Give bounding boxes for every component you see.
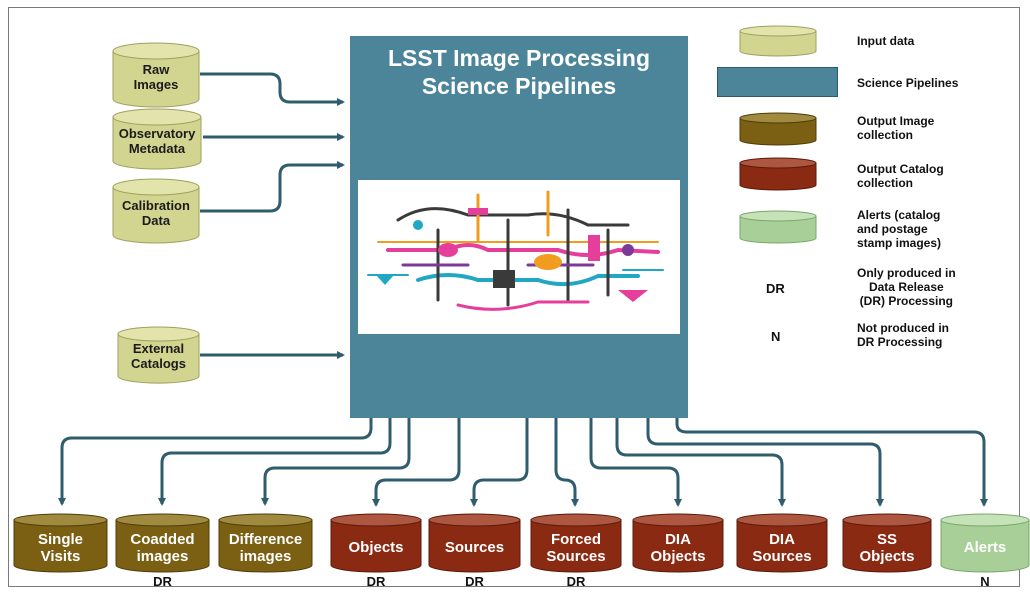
output-difference-images-line2: images [239, 548, 292, 565]
arrow-alerts [675, 418, 988, 507]
legend-output-image-line2: collection [857, 128, 914, 142]
arrow-coadded-images [158, 418, 392, 506]
legend-output-image-line1: Output Image [857, 114, 935, 128]
plumbing-pipes-illustration [358, 180, 680, 334]
raw-images-line2: Images [133, 77, 179, 92]
input-external-catalogs: External Catalogs [117, 326, 200, 384]
arrow-ss-objects [646, 418, 884, 507]
output-coadded-images-line1: Coadded [130, 531, 195, 548]
legend-n-key: N [771, 329, 781, 344]
output-dia-objects-line2: Objects [650, 548, 706, 565]
output-objects: Objects [330, 513, 422, 573]
legend-output-catalog-line2: collection [857, 176, 914, 190]
output-objects-line1: Objects [348, 539, 404, 556]
input-calibration-data: Calibration Data [112, 178, 200, 244]
arrow-raw-images [200, 72, 345, 106]
legend-output-image-label: Output Image collection [857, 114, 934, 142]
legend-output-catalog-swatch [739, 157, 817, 191]
calibration-data-line2: Data [141, 213, 171, 228]
legend-alerts-line3: stamp images) [857, 236, 942, 250]
output-dia-objects-line1: DIA [665, 531, 691, 548]
legend-output-catalog-line1: Output Catalog [857, 162, 944, 176]
output-ss-objects-line1: SS [876, 531, 897, 548]
legend-pipelines-swatch [717, 67, 838, 97]
output-forced-sources-note: DR [566, 574, 586, 589]
pipeline-title-line1: LSST Image Processing [387, 45, 651, 71]
legend-alerts-line1: Alerts (catalog [857, 208, 941, 222]
legend-input-swatch [739, 25, 817, 57]
arrow-objects [372, 418, 461, 507]
arrow-dia-objects [589, 418, 682, 507]
output-coadded-images-line2: images [136, 548, 189, 565]
output-ss-objects-line2: Objects [859, 548, 915, 565]
legend-n-line1: Not produced in [857, 321, 949, 335]
observatory-metadata-line1: Observatory [118, 126, 196, 141]
legend-input-label: Input data [857, 34, 915, 48]
output-dia-sources-line1: DIA [769, 531, 795, 548]
output-difference-images-line1: Difference [228, 531, 303, 548]
output-objects-note: DR [366, 574, 386, 589]
arrow-dia-sources [615, 418, 786, 507]
raw-images-line1: Raw [142, 62, 170, 77]
calibration-data-line1: Calibration [122, 198, 190, 213]
legend-dr-line1: Only produced in [857, 266, 956, 280]
legend-alerts-swatch [739, 210, 817, 244]
legend-n-label: Not produced in DR Processing [857, 321, 949, 349]
pipeline-title: LSST Image Processing Science Pipelines [350, 44, 688, 100]
legend-output-catalog-label: Output Catalog collection [857, 162, 944, 190]
output-dia-sources-line2: Sources [752, 548, 812, 565]
science-pipelines-box: LSST Image Processing Science Pipelines [350, 36, 688, 418]
legend-dr-line3: (DR) Processing [859, 294, 954, 308]
output-single-visits-line2: Visits [40, 548, 81, 565]
pipes-art-svg [367, 190, 664, 311]
arrow-single-visits [58, 418, 373, 506]
output-coadded-images-note: DR [153, 574, 172, 589]
legend-pipelines-label: Science Pipelines [857, 76, 959, 90]
diagram-frame [8, 7, 1020, 587]
arrow-difference-images [261, 418, 411, 506]
legend-output-image-swatch [739, 112, 817, 146]
pipeline-title-line2: Science Pipelines [421, 73, 617, 99]
output-single-visits-line1: Single [37, 531, 83, 548]
output-sources-note: DR [465, 574, 484, 589]
arrow-calibration-data [200, 161, 345, 213]
legend-dr-key: DR [766, 281, 785, 296]
input-raw-images: Raw Images [112, 42, 200, 108]
output-forced-sources-line2: Sources [546, 548, 606, 565]
legend-dr-line2: Data Release [868, 280, 944, 294]
output-alerts-line1: Alerts [963, 539, 1007, 556]
observatory-metadata-line2: Metadata [128, 141, 186, 156]
output-alerts: Alerts [940, 513, 1030, 573]
output-sources: Sources [428, 513, 521, 573]
output-sources-line1: Sources [444, 539, 505, 556]
input-observatory-metadata: Observatory Metadata [112, 108, 202, 170]
output-forced-sources-line1: Forced [550, 531, 601, 548]
external-catalogs-line2: Catalogs [131, 356, 186, 371]
arrow-sources [470, 418, 529, 507]
legend-alerts-line2: and postage [857, 222, 928, 236]
legend-alerts-label: Alerts (catalog and postage stamp images… [857, 208, 941, 250]
arrow-forced-sources [554, 418, 579, 507]
legend-dr-label: Only produced in Data Release (DR) Proce… [857, 266, 956, 308]
external-catalogs-line1: External [132, 341, 185, 356]
output-alerts-note: N [980, 574, 990, 589]
legend-n-line2: DR Processing [857, 335, 943, 349]
